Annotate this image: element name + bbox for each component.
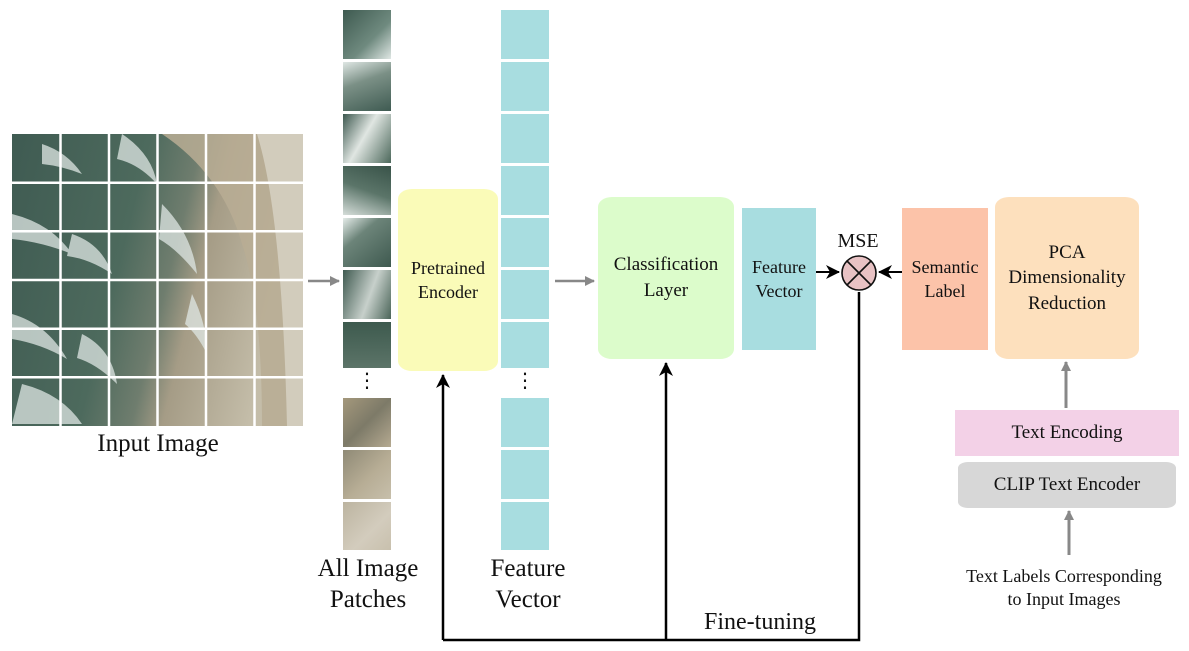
clip-text-encoder-box: CLIP Text Encoder [958, 462, 1176, 508]
feature-vector-column-label: Feature Vector [490, 555, 566, 614]
pretrained-encoder-block: Pretrained Encoder [398, 189, 498, 371]
feature-cell [501, 398, 549, 447]
input-image [12, 134, 303, 426]
feature-cell [501, 502, 549, 550]
feature-cell [501, 270, 549, 319]
feature-cell [501, 450, 549, 499]
feature-ellipsis: ⋮ [515, 368, 535, 392]
fine-tuning-label: Fine-tuning [704, 609, 816, 635]
mse-label: MSE [837, 230, 879, 252]
clip-text-encoder-label: CLIP Text Encoder [993, 474, 1141, 496]
classification-layer-block: Classification Layer [598, 197, 734, 359]
pretrained-encoder-label: Pretrained Encoder [411, 257, 485, 302]
image-patch [343, 114, 391, 163]
image-patch [343, 322, 391, 368]
image-patch [343, 10, 391, 59]
image-patch [343, 218, 391, 267]
feature-vector-box: Feature Vector [742, 208, 816, 350]
image-patch [343, 450, 391, 499]
image-patch [343, 502, 391, 550]
image-patch [343, 270, 391, 319]
feature-cell [501, 10, 549, 59]
pca-block: PCA Dimensionality Reduction [995, 197, 1139, 359]
fine-tuning-loop [443, 292, 861, 642]
image-patch [343, 398, 391, 447]
text-labels-caption: Text Labels Corresponding to Input Image… [966, 566, 1162, 609]
image-patch [343, 166, 391, 215]
feature-vector-box-label: Feature Vector [752, 256, 806, 301]
all-image-patches-label: All Image Patches [317, 555, 419, 614]
image-patch [343, 62, 391, 111]
feature-cell [501, 218, 549, 267]
feature-cell [501, 62, 549, 111]
feature-cell [501, 166, 549, 215]
feature-cell [501, 114, 549, 163]
semantic-label-text: Semantic Label [911, 256, 979, 301]
semantic-label-box: Semantic Label [902, 208, 988, 350]
patches-ellipsis: ⋮ [357, 368, 377, 392]
input-image-label: Input Image [97, 430, 219, 457]
text-encoding-box: Text Encoding [955, 410, 1179, 456]
text-encoding-label: Text Encoding [1011, 422, 1123, 444]
circled-times-icon [841, 255, 877, 291]
pca-label: PCA Dimensionality Reduction [1008, 241, 1126, 314]
feature-cell [501, 322, 549, 368]
classification-layer-label: Classification Layer [613, 254, 719, 301]
